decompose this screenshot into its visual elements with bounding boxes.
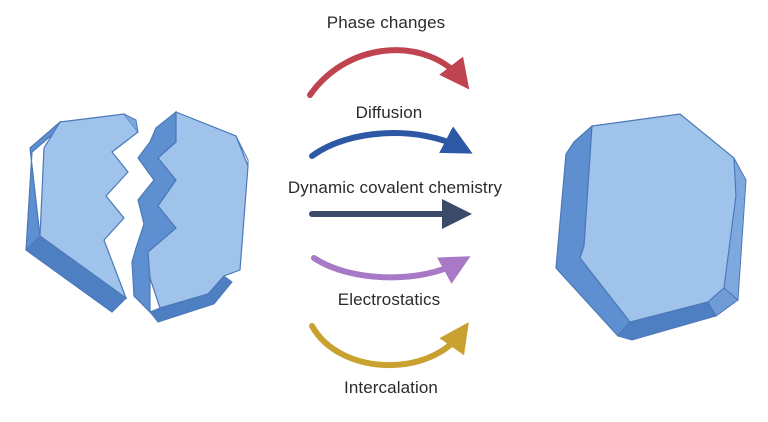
diffusion-arrow [309,126,473,159]
electrostatics-arrow [311,255,471,284]
electrostatics-label: Electrostatics [337,290,441,309]
dynamic-covalent-chemistry-label: Dynamic covalent chemistry [287,178,503,197]
broken-crystal-right-fragment [131,110,249,323]
phase-changes-arrow [307,47,470,98]
intercalation-label: Intercalation [344,378,438,397]
broken-crystal-left-fragment [25,113,139,313]
healed-crystal [555,113,747,341]
diffusion-label: Diffusion [355,103,423,122]
intercalation-arrow [309,322,469,369]
phase-changes-label: Phase changes [326,13,446,32]
